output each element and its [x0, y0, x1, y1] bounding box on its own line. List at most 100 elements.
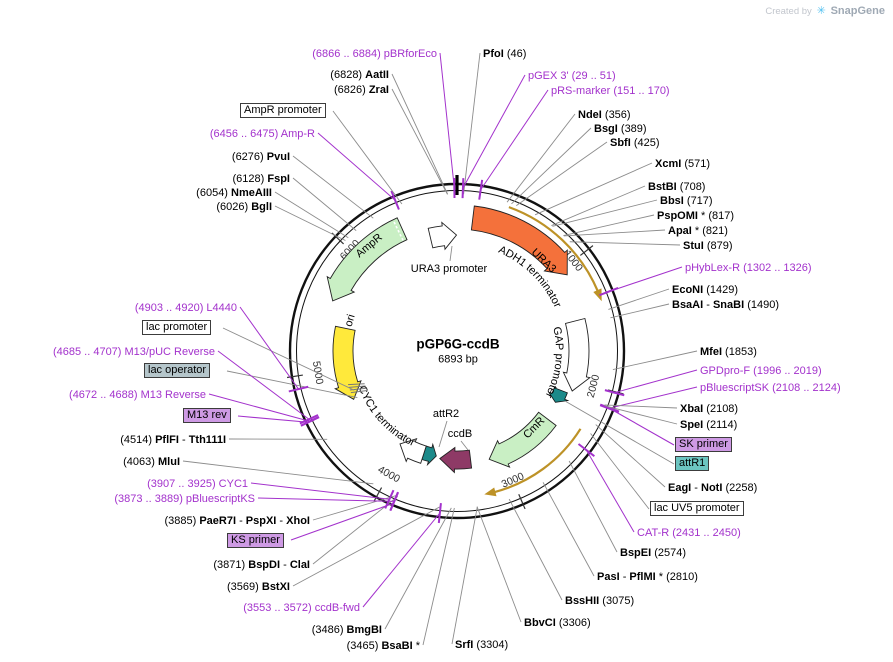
leader-gpdprof — [614, 369, 698, 394]
label-nmeaiii[interactable]: (6054) NmeAIII — [196, 187, 272, 199]
label-gpdprof[interactable]: GPDpro-F (1996 .. 2019) — [700, 365, 822, 377]
label-srfi[interactable]: SrfI (3304) — [455, 639, 508, 651]
leader-pbrforeco — [439, 52, 455, 189]
label-ampr_r[interactable]: (6456 .. 6475) Amp-R — [210, 128, 315, 140]
label-ndei[interactable]: NdeI (356) — [578, 109, 631, 121]
label-phyblexr[interactable]: pHybLex-R (1302 .. 1326) — [685, 262, 812, 274]
label-ksprimer[interactable]: KS primer — [227, 533, 284, 548]
label-pgex3[interactable]: pGEX 3' (29 .. 51) — [528, 70, 616, 82]
leader-prsmarker — [480, 89, 549, 191]
label-bsabi[interactable]: (3465) BsaBI * — [347, 640, 421, 652]
leader-lacop — [226, 370, 358, 399]
leader-pfoi — [463, 52, 481, 195]
label-aatii[interactable]: (6828) AatII — [330, 69, 389, 81]
label-bstxi[interactable]: (3569) BstXI — [227, 581, 290, 593]
feature-label-ccdb[interactable]: ccdB — [448, 428, 472, 440]
label-mfei[interactable]: MfeI (1853) — [700, 346, 757, 358]
feature-ori-arrow[interactable] — [332, 325, 362, 400]
label-lacuv5[interactable]: lac UV5 promoter — [650, 501, 744, 516]
label-pflfi[interactable]: (4514) PflFI - Tth111I — [120, 434, 226, 446]
label-paer7i[interactable]: (3885) PaeR7I - PspXI - XhoI — [164, 515, 310, 527]
primer-tick — [599, 287, 619, 297]
leader-apai — [563, 229, 666, 237]
label-bgli[interactable]: (6026) BglI — [216, 201, 272, 213]
label-pbsks[interactable]: (3873 .. 3889) pBluescriptKS — [114, 493, 255, 505]
feature-cmr-arrow[interactable] — [488, 411, 557, 468]
label-sbfi[interactable]: SbfI (425) — [610, 137, 660, 149]
primer-tick — [604, 389, 625, 397]
label-mlui[interactable]: (4063) MluI — [123, 456, 180, 468]
label-ccdbfwd[interactable]: (3553 .. 3572) ccdB-fwd — [243, 602, 360, 614]
label-xcmi[interactable]: XcmI (571) — [655, 158, 710, 170]
leader-amprprom — [332, 110, 403, 205]
feature-label-ori[interactable]: ori — [343, 313, 358, 328]
feature-label-ura3prom[interactable]: URA3 promoter — [411, 263, 488, 275]
label-lacprom[interactable]: lac promoter — [142, 320, 212, 335]
leader-ccdb-label — [460, 440, 469, 451]
feature-label-attr2[interactable]: attR2 — [433, 408, 459, 420]
label-spei[interactable]: SpeI (2114) — [680, 419, 737, 431]
label-apai[interactable]: ApaI * (821) — [668, 225, 728, 237]
label-attr1[interactable]: attR1 — [675, 456, 710, 471]
label-bmgbi[interactable]: (3486) BmgBI — [312, 624, 382, 636]
feature-attr1-arrow[interactable] — [547, 387, 570, 403]
leader-eagi — [595, 424, 666, 488]
label-pfoi[interactable]: PfoI (46) — [483, 48, 526, 60]
gold-arc-bottom — [493, 428, 582, 494]
label-m13reverse[interactable]: (4672 .. 4688) M13 Reverse — [69, 389, 206, 401]
scale-tick-3000 — [518, 494, 526, 510]
label-catr[interactable]: CAT-R (2431 .. 2450) — [637, 527, 741, 539]
feature-ccdb-arrow[interactable] — [439, 446, 473, 474]
label-pbrforeco[interactable]: (6866 .. 6884) pBRforEco — [312, 48, 437, 60]
label-pvui[interactable]: (6276) PvuI — [232, 151, 290, 163]
leader-bspei — [568, 460, 618, 553]
label-bspei[interactable]: BspEI (2574) — [620, 547, 686, 559]
primer-tick — [288, 385, 309, 393]
leader-m13rev — [237, 415, 309, 423]
label-bspdi[interactable]: (3871) BspDI - ClaI — [213, 559, 310, 571]
label-cyc1p[interactable]: (3907 .. 3925) CYC1 — [147, 478, 248, 490]
primer-tick — [577, 443, 595, 457]
scale-tick-1000 — [579, 245, 594, 256]
label-bsshii[interactable]: BssHII (3075) — [565, 595, 634, 607]
leader-pbssk — [609, 386, 698, 409]
ampr-signal-boundary — [392, 220, 404, 241]
leader-bbvci — [476, 506, 522, 623]
leader-ampr_r — [317, 132, 396, 201]
label-bsaai[interactable]: BsaAI - SnaBI (1490) — [672, 299, 779, 311]
label-prsmarker[interactable]: pRS-marker (151 .. 170) — [551, 85, 670, 97]
leader-nmeaiii — [274, 191, 349, 239]
label-pspomi[interactable]: PspOMI * (817) — [657, 210, 734, 222]
label-pasi[interactable]: PasI - PflMI * (2810) — [597, 571, 698, 583]
label-pbssk[interactable]: pBluescriptSK (2108 .. 2124) — [700, 382, 841, 394]
label-eagi[interactable]: EagI - NotI (2258) — [668, 482, 757, 494]
label-bstbi[interactable]: BstBI (708) — [648, 181, 705, 193]
label-m13puc[interactable]: (4685 .. 4707) M13/pUC Reverse — [53, 346, 215, 358]
feature-ura3-arrow[interactable] — [470, 205, 568, 276]
label-bsgi[interactable]: BsgI (389) — [594, 123, 647, 135]
label-xbai[interactable]: XbaI (2108) — [680, 403, 738, 415]
leader-attr2-label — [438, 420, 448, 448]
label-fspi[interactable]: (6128) FspI — [233, 173, 290, 185]
label-bbsi[interactable]: BbsI (717) — [660, 195, 713, 207]
label-lacop[interactable]: lac operator — [144, 363, 211, 378]
label-skprimer[interactable]: SK primer — [675, 437, 732, 452]
feature-cyc1t-arrow[interactable] — [399, 437, 427, 464]
label-l4440[interactable]: (4903 .. 4920) L4440 — [135, 302, 237, 314]
feature-ampr-arrow[interactable] — [326, 217, 408, 302]
leader-lacuv5 — [590, 433, 650, 510]
feature-ura3prom-arrow[interactable] — [427, 221, 458, 251]
label-stui[interactable]: StuI (879) — [683, 240, 733, 252]
label-zrai[interactable]: (6826) ZraI — [334, 84, 389, 96]
label-amprprom[interactable]: AmpR promoter — [240, 103, 326, 118]
label-bbvci[interactable]: BbvCI (3306) — [524, 617, 591, 629]
gold-arc-top — [508, 206, 600, 293]
leader-lacprom — [222, 327, 355, 391]
feature-gapprom-arrow[interactable] — [562, 317, 591, 392]
watermark: Created by ✳ SnapGene — [765, 4, 885, 17]
label-m13rev[interactable]: M13 rev — [183, 408, 231, 423]
label-econi[interactable]: EcoNI (1429) — [672, 284, 738, 296]
plasmid-size: 6893 bp — [438, 353, 478, 366]
